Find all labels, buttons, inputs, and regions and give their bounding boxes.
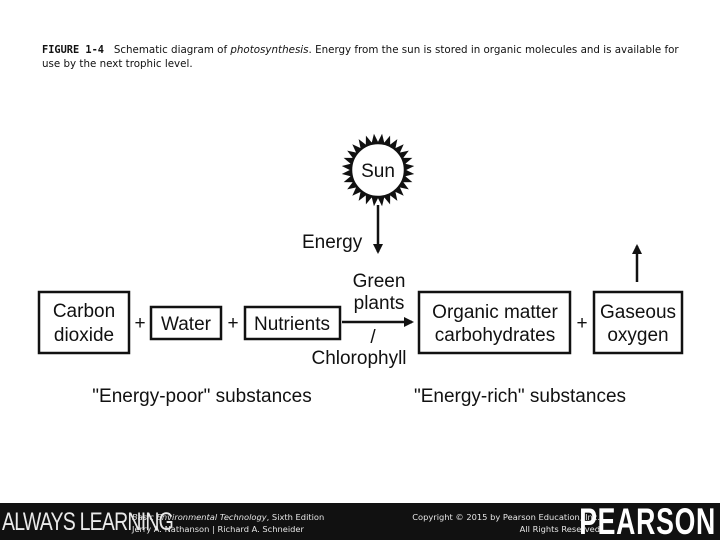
footer-bar: ALWAYS LEARNING Basic Environmental Tech… bbox=[0, 503, 720, 540]
plus-sign-2: + bbox=[227, 313, 238, 334]
green-plants-line2: plants bbox=[354, 293, 405, 314]
copyright-info: Copyright © 2015 by Pearson Education, I… bbox=[360, 511, 600, 535]
book-edition: , Sixth Edition bbox=[266, 512, 325, 522]
book-info: Basic Environmental Technology, Sixth Ed… bbox=[132, 511, 392, 535]
book-title: Basic Environmental Technology bbox=[132, 512, 267, 522]
slash-mark: / bbox=[370, 327, 376, 348]
chlorophyll-label: Chlorophyll bbox=[311, 348, 406, 369]
gaseous-oxygen-box bbox=[592, 290, 684, 355]
energy-rich-label: "Energy-rich" substances bbox=[414, 386, 626, 407]
caption-text-after: . Energy from the sun is stored in organ… bbox=[42, 44, 679, 70]
water-label: Water bbox=[161, 314, 212, 335]
caption-italic-term: photosynthesis bbox=[230, 44, 309, 56]
figure-caption: FIGURE 1-4 Schematic diagram of photosyn… bbox=[42, 43, 682, 71]
carbon-dioxide-box bbox=[37, 290, 131, 355]
sun-label: Sun bbox=[361, 161, 395, 182]
organic-matter-line2: carbohydrates bbox=[435, 325, 555, 346]
plus-sign-3: + bbox=[576, 313, 587, 334]
nutrients-box bbox=[243, 305, 342, 341]
green-plants-line1: Green bbox=[353, 271, 406, 292]
energy-label: Energy bbox=[302, 232, 363, 253]
pearson-logo: PEARSON bbox=[579, 501, 716, 542]
organic-matter-box bbox=[417, 290, 572, 355]
gaseous-oxygen-line2: oxygen bbox=[607, 325, 668, 346]
figure-label: FIGURE 1-4 bbox=[42, 44, 104, 56]
caption-text-before: Schematic diagram of bbox=[113, 44, 231, 56]
water-box bbox=[149, 305, 223, 341]
copyright-text: Copyright © 2015 by Pearson Education, I… bbox=[412, 512, 600, 522]
organic-matter-line1: Organic matter bbox=[432, 302, 558, 323]
book-authors: Jerry A. Nathanson | Richard A. Schneide… bbox=[132, 524, 304, 534]
plus-sign-1: + bbox=[134, 313, 145, 334]
sun-icon: Sun bbox=[341, 133, 415, 207]
carbon-dioxide-line1: Carbon bbox=[53, 301, 115, 322]
always-learning-logo: ALWAYS LEARNING bbox=[2, 508, 174, 536]
gaseous-oxygen-line1: Gaseous bbox=[600, 302, 676, 323]
carbon-dioxide-line2: dioxide bbox=[54, 325, 114, 346]
nutrients-label: Nutrients bbox=[254, 314, 330, 335]
rights-text: All Rights Reserved bbox=[519, 524, 600, 534]
energy-poor-label: "Energy-poor" substances bbox=[92, 386, 311, 407]
